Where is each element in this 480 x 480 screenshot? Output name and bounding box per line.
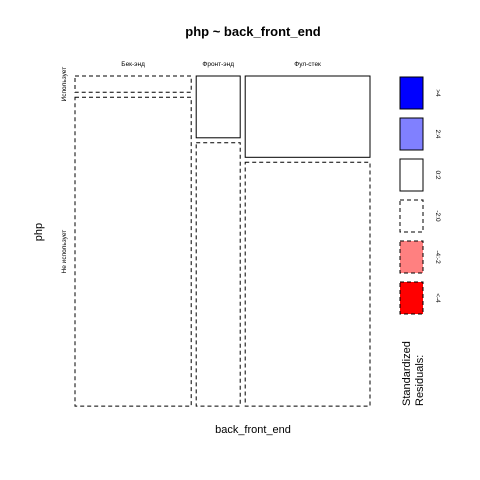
legend-label: >4 [434,89,441,97]
y-category-labels: Использует Не использует [61,67,68,274]
x-category-label: Фронт-энд [202,61,234,68]
legend-swatch [399,117,424,151]
legend-label: -4:-2 [434,250,441,264]
legend-swatch [399,240,424,274]
y-category-label: Использует [61,67,68,102]
legend-label: 2:4 [434,129,441,138]
x-category-label: Фул-стек [294,61,321,68]
mosaic-tile [195,75,241,139]
mosaic-tiles [74,75,371,407]
legend-title-line1: Standardized [401,341,413,406]
legend-label: <-4 [434,293,441,303]
chart-title: php ~ back_front_end [185,24,320,39]
y-axis-label: php [33,223,45,241]
mosaic-tile [244,75,371,158]
mosaic-tile [195,142,241,407]
y-category-label: Не использует [61,230,68,274]
legend-title-line2: Residuals: [414,355,426,406]
legend-swatch [399,76,424,110]
legend-label: -2:0 [434,210,441,222]
x-category-labels: Бек-энд Фронт-энд Фул-стек [121,61,321,68]
x-category-label: Бек-энд [121,61,145,68]
legend-swatch [399,281,424,315]
mosaic-tile [74,96,192,407]
x-axis-label: back_front_end [215,424,291,436]
legend-swatch [399,199,424,233]
mosaic-tile [244,161,371,407]
mosaic-tile [74,75,192,93]
residual-legend: >4 2:4 0:2 -2:0 -4:-2 <-4 [399,76,441,315]
legend-label: 0:2 [434,170,441,179]
legend-swatch [399,158,424,192]
